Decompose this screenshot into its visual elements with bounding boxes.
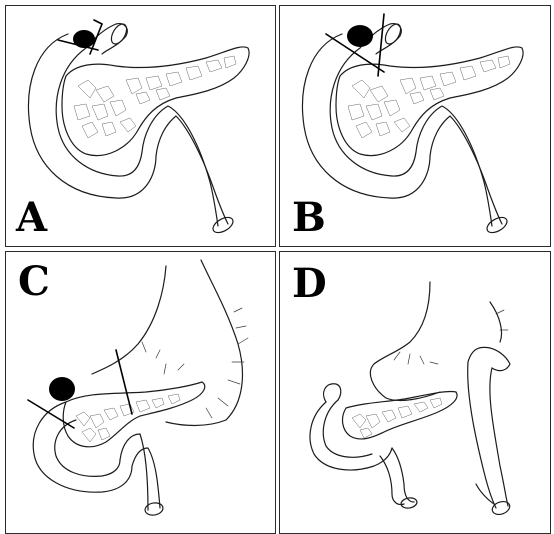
panel-label: B xyxy=(292,198,326,238)
tumor-marker xyxy=(49,377,75,401)
panel-c: C xyxy=(5,251,276,534)
panel-a: A xyxy=(5,5,276,247)
panel-label: C xyxy=(18,262,50,302)
panel-label: A xyxy=(16,198,47,238)
tumor-marker xyxy=(347,25,373,47)
panel-b: B xyxy=(279,5,551,247)
panel-d: D xyxy=(279,251,551,534)
panel-label: D xyxy=(292,264,327,304)
